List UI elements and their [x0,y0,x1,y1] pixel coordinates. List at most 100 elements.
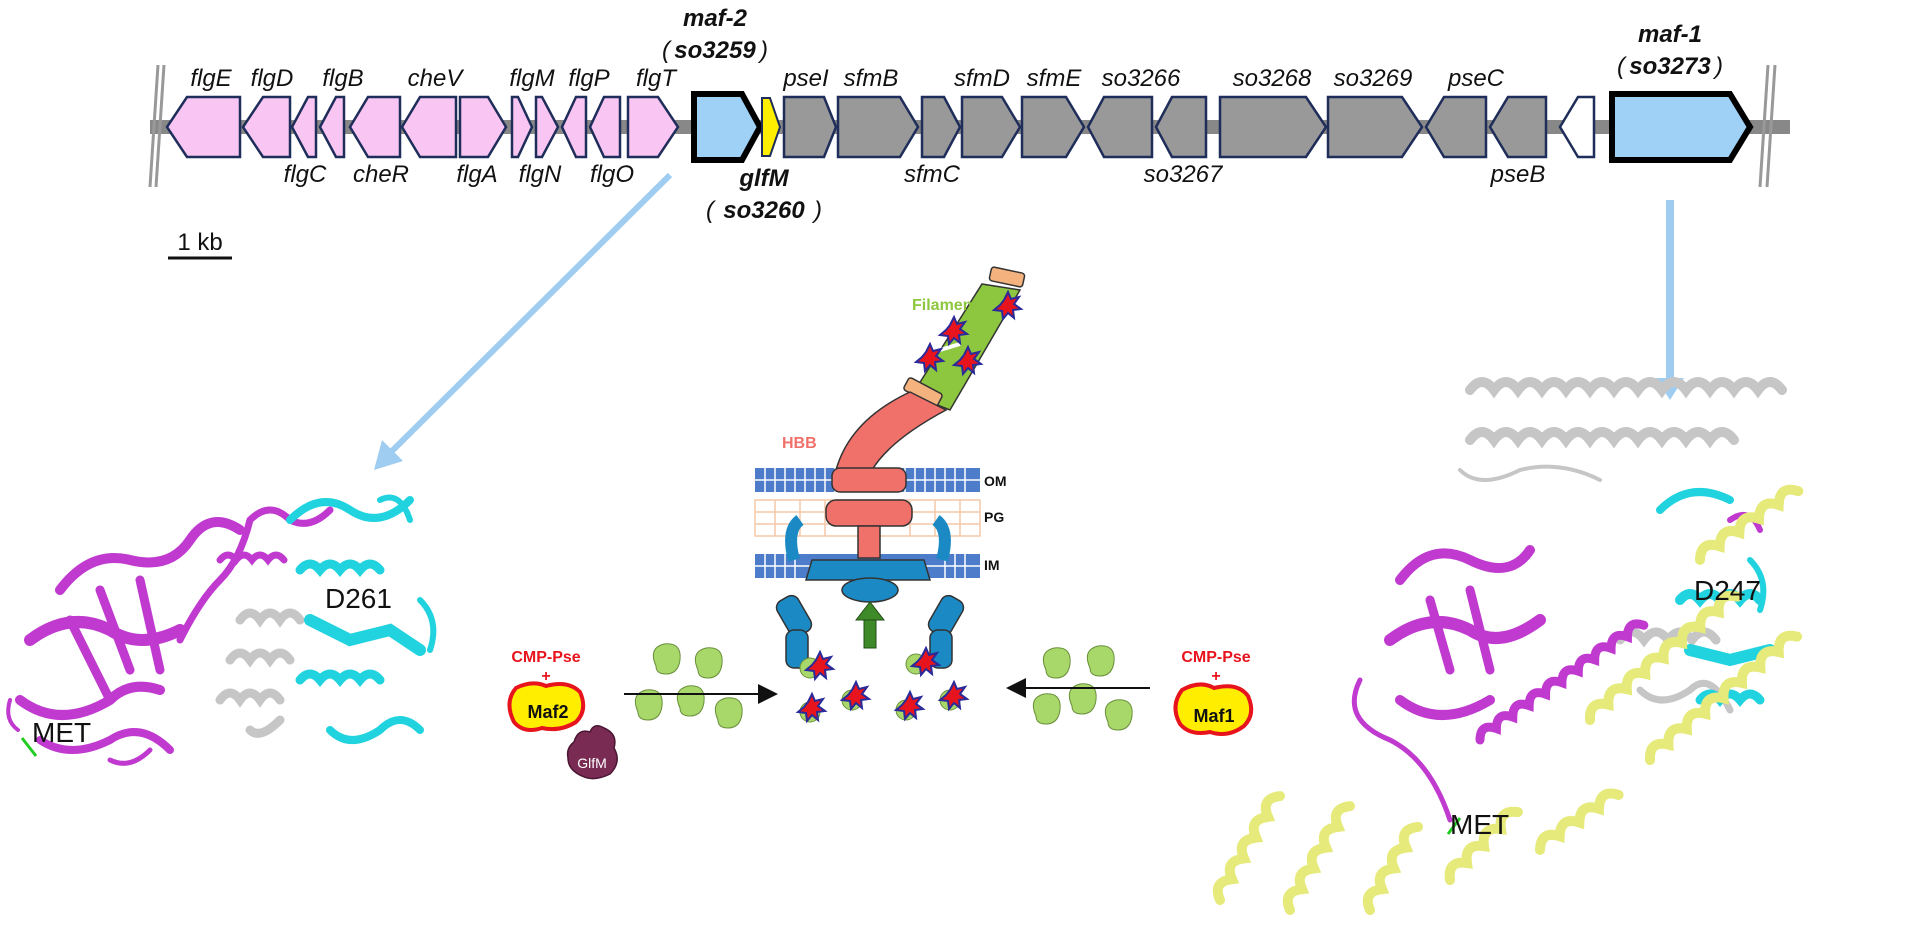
gene-arrow-unlabeled [1558,95,1596,159]
gene-arrow-so3269 [1326,95,1424,159]
label-cheR: cheR [353,161,409,188]
pse-pool-left [634,643,743,729]
scale-bar-label: 1 kb [177,229,222,256]
gene-arrow-flgD [241,95,292,159]
label-flgN: flgN [519,161,562,188]
filament-label: Filament [912,297,978,314]
met-marker [20,737,38,757]
residue-label-right: D247 [1694,575,1761,606]
glfm-locus: so3260 [723,197,805,224]
svg-text:(: ( [706,197,717,224]
hook [835,391,948,471]
magenta-domain-right [1351,511,1763,823]
glfm-label: glfM ( so3260 ) [706,165,822,224]
label-pseC: pseC [1447,65,1505,92]
pg-label: PG [984,509,1004,525]
cmp-pse-left: CMP-Pse [511,649,580,666]
yellow-helices [1212,484,1804,915]
gene-arrow-sfmD [960,95,1022,159]
maf2-label: maf-2 ( so3259 ) [662,5,768,64]
gene-arrow-glfM [761,97,782,157]
svg-text:): ) [757,37,768,64]
label-sfmD: sfmD [954,65,1010,92]
label-so3269: so3269 [1334,65,1413,92]
pse-pool-right [1032,645,1133,731]
maf1-reaction: CMP-Pse + Maf1 [1173,649,1254,736]
label-pseI: pseI [782,65,829,92]
label-cheV: cheV [408,65,465,92]
glfm-blob [566,725,618,780]
filament [903,266,1026,411]
basal-body [785,467,951,581]
label-so3266: so3266 [1102,65,1181,92]
gene-arrow-sfmE [1020,95,1086,159]
gene-arrow-maf1 [1609,91,1754,163]
glfm-name: glfM [738,165,789,192]
maf1-locus: so3273 [1629,53,1711,80]
gene-arrow-flgC [290,95,318,159]
maf2-enzyme-label: Maf2 [527,702,568,722]
gene-labels-above: flgE flgD flgB cheV flgM flgP flgT pseI … [190,65,1504,92]
glfm-enzyme-label: GlfM [577,755,607,771]
chromosome-break-right [1758,64,1777,188]
met-marker-right [1446,817,1462,835]
label-so3267: so3267 [1144,161,1224,188]
gene-cluster: flgE flgD flgB cheV flgM flgP flgT pseI … [148,5,1790,260]
gene-arrow-flgO [588,95,622,159]
plus-right: + [1211,668,1220,685]
label-sfmB: sfmB [844,65,899,92]
maf1-blob [1173,682,1254,736]
gene-arrow-cheR [348,95,402,159]
gene-arrow-cheV [400,95,458,159]
pse-modified-pool [795,645,970,724]
chromosome-break-left [148,64,166,188]
om-label: OM [984,473,1007,489]
label-flgE: flgE [190,65,232,92]
maf1-name: maf-1 [1638,21,1702,48]
scale-bar: 1 kb [168,229,232,260]
label-flgO: flgO [590,161,634,188]
gene-arrow-maf2 [691,91,764,163]
residue-label-left: D261 [325,583,392,614]
label-flgP: flgP [568,65,609,92]
gene-arrow-sfmB [836,95,920,159]
gene-arrow-pseI [782,95,838,159]
gene-arrow-flgA [458,95,508,159]
hbb-label: HBB [782,435,817,452]
gene-arrow-flgE [165,95,242,159]
gene-labels-below: flgC cheR flgA flgN flgO sfmC so3267 pse… [284,161,1546,188]
cmp-pse-right: CMP-Pse [1181,649,1250,666]
maf2-blob [507,681,586,732]
gene-arrow-pseB [1488,95,1548,159]
maf2-reaction: CMP-Pse + Maf2 GlfM [507,649,618,780]
maf2-locus: so3259 [674,37,756,64]
flagellar-genes [165,95,680,159]
svg-text:): ) [811,197,822,224]
gene-arrow-flgB [318,95,346,159]
svg-text:): ) [1712,53,1723,80]
gene-arrow-flgP [560,95,588,159]
svg-text:(: ( [662,37,673,64]
gene-arrow-flgT [626,95,680,159]
c-ring [775,577,965,669]
label-sfmC: sfmC [904,161,961,188]
label-flgB: flgB [322,65,363,92]
im-label: IM [984,557,1000,573]
gene-arrow-flgM [510,95,534,159]
maf2-name: maf-2 [683,5,748,32]
label-sfmE: sfmE [1027,65,1083,92]
magenta-domain [6,506,334,766]
grey-domain [215,608,305,738]
label-flgC: flgC [284,161,327,188]
pointer-arrow-left [374,172,673,470]
gene-arrow-so3266 [1086,95,1154,159]
plus-left: + [541,668,550,685]
maf1-label: maf-1 ( so3273 ) [1617,21,1723,80]
met-label-left: MET [32,717,91,748]
maf1-enzyme-label: Maf1 [1193,706,1234,726]
met-label-right: MET [1450,809,1509,840]
gene-arrow-sfmC [920,95,962,159]
protein-structure-maf1: MET D247 [1212,377,1804,915]
label-flgT: flgT [636,65,678,92]
